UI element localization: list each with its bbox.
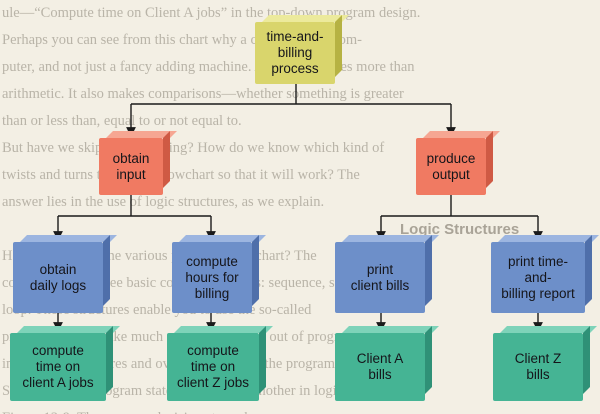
node-label: produce output (426, 150, 476, 182)
node-print-client-bills: print client bills (335, 242, 425, 313)
node-label: obtain input (112, 150, 150, 182)
node-label: compute time on client Z jobs (176, 343, 250, 390)
background-line: Figure 13-9. There are no decisions to m… (0, 405, 600, 414)
background-line: answer lies in the use of logic structur… (2, 194, 325, 210)
node-client-a-bills: Client A bills (335, 333, 425, 401)
node-obtain-daily-logs: obtain daily logs (13, 242, 103, 313)
node-client-z-bills: Client Z bills (493, 333, 583, 401)
node-label: compute time on client A jobs (22, 343, 94, 390)
node-label: print client bills (350, 261, 410, 293)
node-label: Client A bills (356, 351, 404, 382)
node-label: obtain daily logs (29, 261, 87, 293)
node-time-and-billing-process: time-and- billing process (255, 22, 335, 84)
node-produce-output: produce output (416, 138, 486, 195)
node-label: compute hours for billing (185, 253, 239, 301)
node-compute-time-client-z-jobs: compute time on client Z jobs (167, 333, 259, 401)
background-line: arithmetic. It also makes comparisons—wh… (2, 86, 404, 102)
node-print-time-and-billing-report: print time- and- billing report (491, 242, 585, 313)
node-label: time-and- billing process (266, 29, 324, 76)
node-compute-hours-for-billing: compute hours for billing (172, 242, 252, 313)
background-heading: Logic Structures (400, 221, 520, 238)
node-label: print time- and- billing report (501, 253, 575, 301)
node-compute-time-client-a-jobs: compute time on client A jobs (10, 333, 106, 401)
node-obtain-input: obtain input (99, 138, 163, 195)
node-label: Client Z bills (514, 351, 562, 382)
background-line: than or less than, equal to or not equal… (2, 113, 242, 129)
background-line: But have we skipped something? How do we… (2, 140, 385, 156)
background-line: twists and turns to put in a flowchart s… (2, 167, 360, 183)
